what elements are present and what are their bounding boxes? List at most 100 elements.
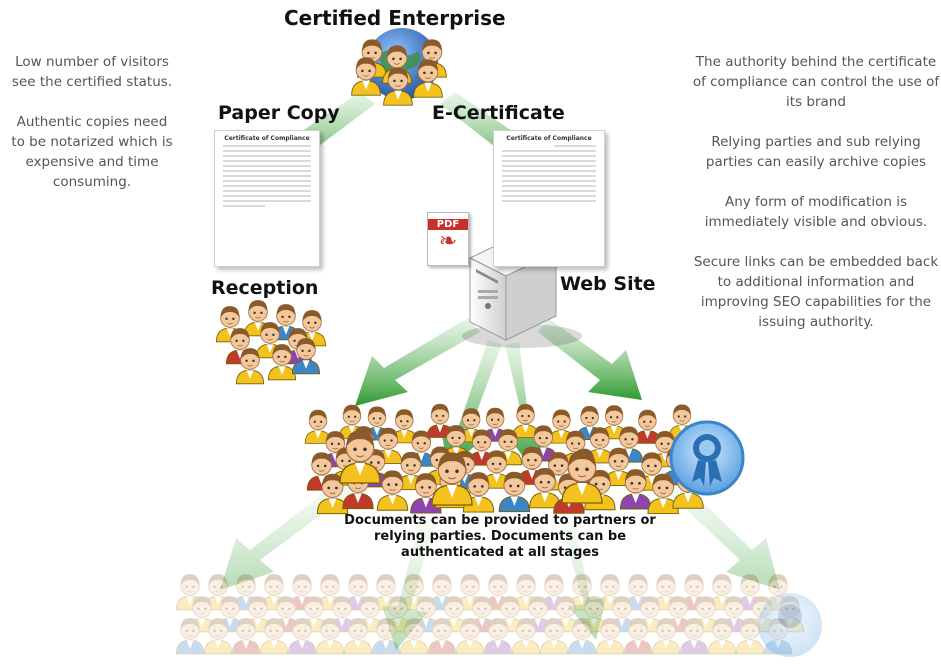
person-icon — [719, 596, 749, 633]
paper-doc-title: Certificate of Compliance — [224, 135, 310, 142]
person-icon — [427, 618, 457, 655]
person-icon — [679, 574, 709, 611]
person-icon — [259, 618, 289, 655]
person-icon — [327, 596, 357, 633]
faded-crowd-icon — [175, 574, 805, 655]
person-icon — [316, 473, 349, 515]
person-icon — [511, 574, 541, 611]
person-icon — [607, 596, 637, 633]
person-icon — [396, 451, 426, 491]
pdf-label: PDF — [428, 219, 468, 230]
person-icon — [539, 574, 569, 611]
certified-enterprise-title: Certified Enterprise — [284, 6, 506, 30]
right-note-secure-links: Secure links can be embedded back to add… — [693, 254, 939, 330]
arrow-web-left — [355, 318, 480, 406]
arrow-lower-mid — [560, 520, 606, 640]
person-icon — [343, 618, 373, 655]
person-icon — [267, 344, 297, 381]
person-icon — [595, 574, 625, 611]
reception-title: Reception — [211, 277, 319, 299]
person-icon — [679, 618, 709, 655]
person-icon — [339, 430, 381, 484]
paper-certificate-document: Certificate of Compliance — [214, 130, 320, 267]
person-icon — [235, 348, 265, 385]
left-note-notarized: Authentic copies need to be notarized wh… — [11, 114, 173, 190]
person-icon — [383, 67, 413, 106]
arrow-web-right — [538, 318, 642, 400]
person-icon — [343, 574, 373, 611]
person-icon — [647, 473, 679, 515]
person-icon — [175, 574, 205, 611]
person-icon — [374, 427, 403, 464]
person-icon — [439, 596, 469, 633]
person-icon — [455, 574, 485, 611]
bottom-caption: Documents can be provided to partners or… — [344, 513, 656, 560]
person-icon — [707, 618, 737, 655]
person-icon — [551, 596, 581, 633]
person-icon — [707, 574, 737, 611]
person-icon — [426, 403, 454, 438]
person-icon — [383, 596, 413, 633]
person-icon — [315, 618, 345, 655]
person-icon — [399, 574, 429, 611]
person-icon — [259, 574, 289, 611]
person-icon — [619, 469, 652, 510]
right-note-brand: The authority behind the certificate of … — [692, 54, 940, 110]
person-icon — [215, 596, 245, 633]
e-certificate-title: E-Certificate — [432, 102, 565, 124]
person-icon — [512, 404, 539, 439]
person-icon — [315, 574, 345, 611]
person-icon — [351, 57, 381, 96]
person-icon — [287, 574, 317, 611]
person-icon — [399, 618, 429, 655]
person-icon — [511, 618, 541, 655]
person-icon — [203, 618, 233, 655]
person-icon — [663, 596, 693, 633]
person-icon — [483, 574, 513, 611]
person-icon — [231, 574, 261, 611]
person-icon — [175, 618, 205, 655]
crowd-people-icon — [304, 403, 704, 515]
person-icon — [651, 618, 681, 655]
arrow-lower-midleft — [382, 520, 434, 650]
person-icon — [304, 409, 332, 444]
left-note-visitors: Low number of visitors see the certified… — [11, 54, 173, 90]
reception-people-icon — [215, 300, 327, 385]
person-icon — [467, 596, 497, 633]
person-icon — [355, 596, 385, 633]
person-icon — [595, 618, 625, 655]
acrobat-glyph-icon: ❧ — [438, 228, 458, 253]
person-icon — [579, 596, 609, 633]
person-icon — [623, 574, 653, 611]
person-icon — [561, 450, 603, 504]
person-icon — [431, 452, 473, 506]
person-icon — [495, 596, 525, 633]
person-icon — [427, 574, 457, 611]
web-site-title: Web Site — [560, 273, 656, 295]
person-icon — [411, 596, 441, 633]
person-icon — [623, 618, 653, 655]
person-icon — [243, 596, 273, 633]
person-icon — [691, 596, 721, 633]
person-icon — [455, 618, 485, 655]
person-icon — [231, 618, 261, 655]
e-certificate-document: Certificate of Compliance — [493, 130, 605, 267]
person-icon — [376, 470, 409, 511]
person-icon — [371, 574, 401, 611]
certified-badge-icon — [669, 420, 745, 496]
person-icon — [371, 618, 401, 655]
left-notes: Low number of visitors see the certified… — [8, 52, 176, 212]
right-note-archive: Relying parties and sub relying parties … — [705, 134, 927, 170]
person-icon — [287, 618, 317, 655]
person-icon — [567, 618, 597, 655]
person-icon — [523, 596, 553, 633]
person-icon — [634, 409, 661, 444]
person-icon — [271, 596, 301, 633]
person-icon — [203, 574, 233, 611]
person-icon — [299, 596, 329, 633]
person-icon — [651, 574, 681, 611]
person-icon — [413, 59, 443, 98]
paper-copy-title: Paper Copy — [218, 102, 340, 124]
person-icon — [291, 338, 321, 375]
person-icon — [529, 467, 561, 509]
